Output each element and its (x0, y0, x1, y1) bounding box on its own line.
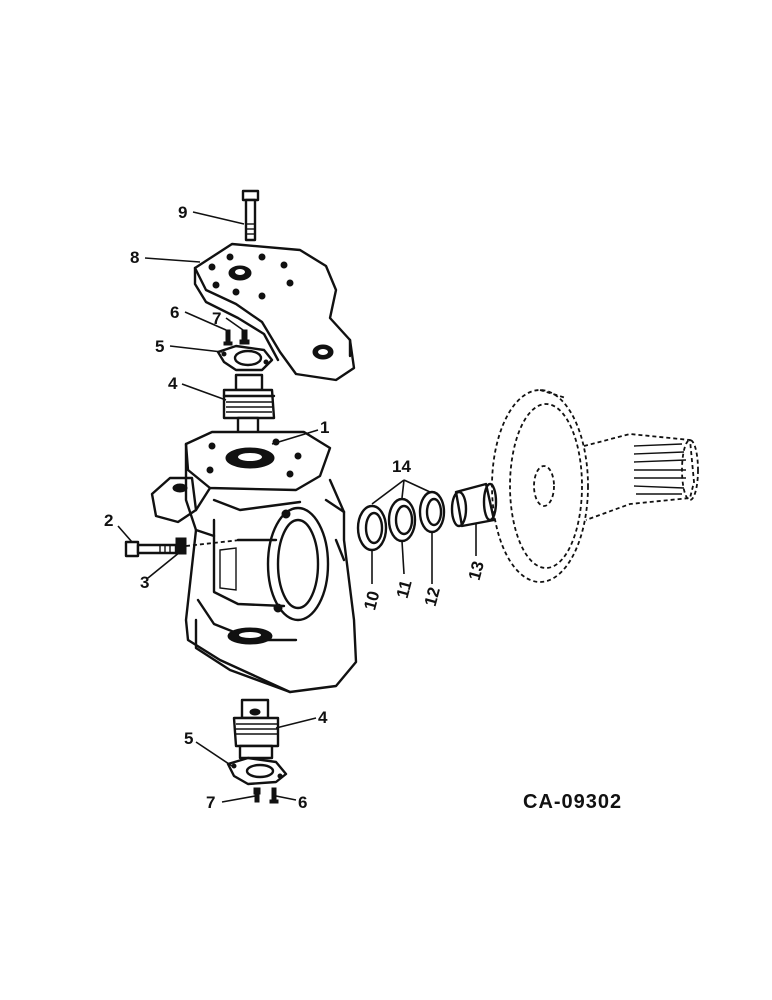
king-pin-part-4-lower (232, 698, 280, 760)
seal-part-11 (387, 497, 417, 543)
screw-part-6-lower (269, 787, 279, 804)
steering-arm-part-8 (193, 242, 356, 382)
callout-5-upper: 5 (155, 337, 164, 356)
callout-2: 2 (104, 511, 113, 530)
bolt-part-2 (124, 540, 178, 558)
callout-12: 12 (421, 585, 444, 608)
callout-4-lower: 4 (318, 708, 328, 727)
gasket-part-5-upper (216, 344, 274, 372)
callout-7-lower: 7 (206, 793, 215, 812)
callout-11: 11 (393, 578, 416, 600)
leader-lines (117, 211, 477, 803)
callout-4-upper: 4 (168, 374, 178, 393)
callout-9: 9 (178, 203, 187, 222)
callout-13: 13 (465, 559, 488, 582)
screw-part-7-lower (253, 787, 261, 803)
figure-code: CA-09302 (523, 791, 622, 813)
callout-5-lower: 5 (184, 729, 193, 748)
nut-part-3 (175, 537, 187, 555)
bolt-part-9 (241, 189, 260, 242)
seal-part-10 (356, 504, 388, 552)
bolt-axis-line (185, 539, 241, 547)
callout-1: 1 (320, 418, 329, 437)
bushing-part-13 (450, 482, 498, 528)
callout-8: 8 (130, 248, 139, 267)
callout-6-lower: 6 (298, 793, 307, 812)
screw-part-6-upper (223, 329, 233, 346)
spindle-reference (491, 389, 699, 583)
callout-6-upper: 6 (170, 303, 179, 322)
callout-10: 10 (360, 589, 383, 612)
callout-14: 14 (392, 457, 411, 476)
gasket-part-5-lower (226, 756, 288, 786)
callout-7-upper: 7 (212, 309, 221, 328)
king-pin-part-4-upper (222, 373, 276, 438)
washer-part-12 (418, 490, 446, 534)
steering-knuckle-part-1 (150, 430, 358, 694)
screw-part-7-upper (239, 329, 250, 345)
callout-3: 3 (140, 573, 149, 592)
